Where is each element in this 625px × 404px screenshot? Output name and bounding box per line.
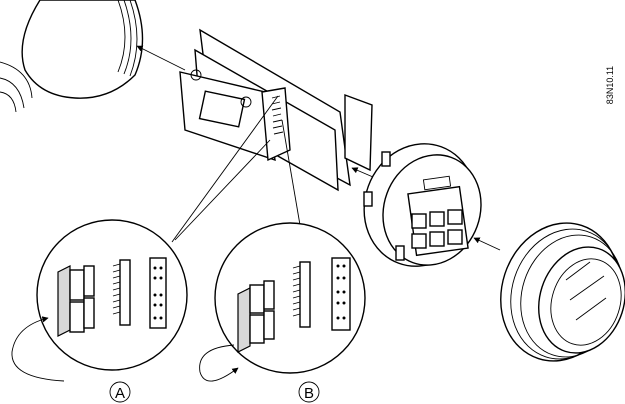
callout-letter-a: A (115, 385, 125, 402)
document-code: 83N10.11 (605, 66, 615, 104)
electronics-board (179, 28, 373, 192)
insert-arrow-housing (136, 45, 186, 71)
callout-letter-a-badge: A (109, 381, 131, 403)
leader-line-b-2 (171, 95, 279, 243)
leader-line-b-1 (281, 119, 301, 226)
display-module (363, 143, 482, 267)
callout-b-rotate-arrow (199, 344, 239, 382)
insert-arrow-display (473, 237, 501, 251)
callout-letter-b-badge: B (298, 381, 320, 403)
leader-line-a (174, 139, 271, 241)
housing (0, 0, 144, 113)
callout-letter-b: B (304, 385, 314, 402)
callout-a (36, 219, 188, 371)
callout-a-rotate-arrow (11, 316, 65, 382)
window-cover (500, 222, 625, 362)
callout-b (214, 222, 366, 374)
